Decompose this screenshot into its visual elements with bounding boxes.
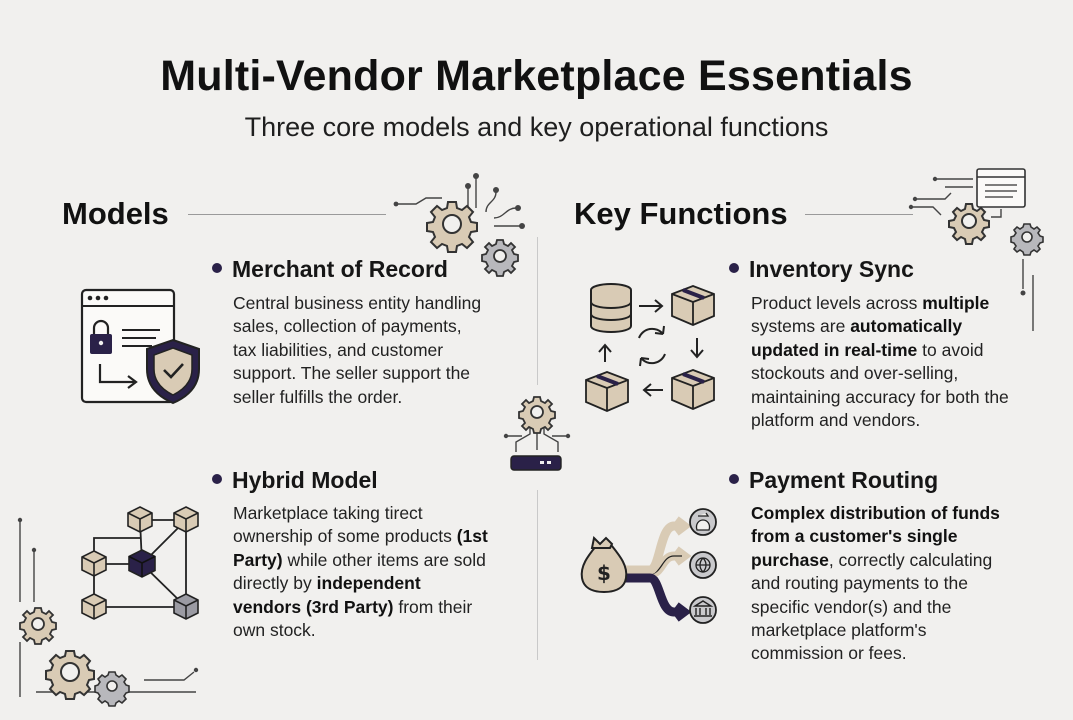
network-cubes-icon: [81, 506, 199, 620]
inventory-sync-icon: [585, 283, 715, 412]
models-heading: Models: [62, 196, 169, 231]
payment-routing-description: Complex distribution of funds from a cus…: [751, 503, 1000, 664]
merchant-of-record-description: Central business entity handling sales, …: [233, 293, 482, 407]
circuit-gears-bottom-left-icon: [17, 517, 199, 707]
hybrid-model-title: Hybrid Model: [212, 467, 378, 494]
circuit-gears-top-left-icon: [393, 173, 525, 277]
bullet-icon: [212, 262, 222, 273]
svg-text:$: $: [597, 561, 611, 585]
secure-checkout-icon: [80, 288, 200, 405]
page-subtitle: Three core models and key operational fu…: [244, 112, 829, 142]
circuit-gears-top-right-icon: [908, 168, 1044, 331]
inventory-sync-title: Inventory Sync: [729, 256, 914, 283]
key-functions-heading: Key Functions: [574, 196, 788, 231]
bullet-icon: [212, 473, 222, 484]
bullet-icon: [729, 473, 739, 484]
models-heading-rule: [188, 214, 386, 215]
payment-routing-icon: $: [580, 508, 717, 624]
page-title: Multi-Vendor Marketplace Essentials: [160, 52, 913, 100]
bullet-icon: [729, 262, 739, 273]
payment-routing-title: Payment Routing: [729, 467, 938, 494]
functions-heading-rule: [805, 214, 913, 215]
inventory-sync-description: Product levels across multiple systems a…: [751, 293, 1009, 431]
hybrid-model-description: Marketplace taking tirect ownership of s…: [233, 503, 488, 641]
circuit-gear-center-icon: [503, 396, 571, 471]
center-divider-bottom: [537, 490, 538, 660]
merchant-of-record-title: Merchant of Record: [212, 256, 448, 283]
center-divider-top: [537, 237, 538, 385]
